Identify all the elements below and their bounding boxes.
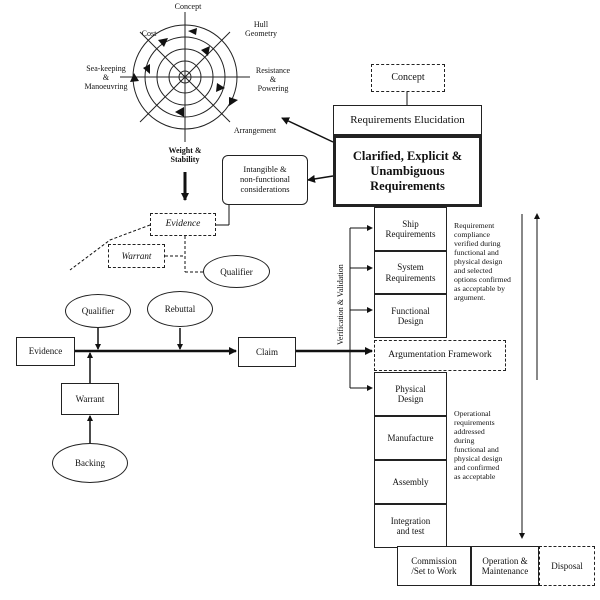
- spiral-label-arrangement: Arrangement: [233, 126, 277, 135]
- warrant-dashed-box: Warrant: [108, 244, 165, 268]
- disposal-box: Disposal: [539, 546, 595, 586]
- backing-oval: Backing: [52, 443, 128, 483]
- design-spiral: [120, 12, 250, 142]
- requirements-elucidation-box: Requirements Elucidation: [333, 105, 482, 135]
- system-requirements-box: System Requirements: [374, 251, 447, 294]
- vv-label: Verification & Validation: [336, 264, 345, 345]
- arrow-clarified-to-spiral: [281, 117, 334, 143]
- intangible-considerations-box: Intangible & non-functional consideratio…: [222, 155, 308, 205]
- qualifier-oval: Qualifier: [65, 294, 131, 328]
- warrant-box: Warrant: [61, 383, 119, 415]
- integration-test-box: Integration and test: [374, 504, 447, 548]
- commission-box: Commission /Set to Work: [397, 546, 471, 586]
- qualifier-dashed-oval: Qualifier: [203, 255, 270, 288]
- spiral-label-concept: Concept: [174, 2, 202, 11]
- spiral-arrowhead: [175, 107, 184, 117]
- vv-bracket: [349, 225, 373, 391]
- spiral-arrowheads: [130, 28, 238, 117]
- physical-design-box: Physical Design: [374, 372, 447, 416]
- spiral-label-resistance: Resistance & Powering: [255, 66, 291, 94]
- spiral-label-hull-geometry: Hull Geometry: [245, 20, 277, 39]
- manufacture-box: Manufacture: [374, 416, 447, 460]
- spiral-label-weight: Weight & Stability: [168, 146, 202, 165]
- arrow-clarified-to-intangible: [307, 174, 334, 183]
- concept-box: Concept: [371, 64, 445, 92]
- argumentation-framework-box: Argumentation Framework: [374, 340, 506, 371]
- claim-box: Claim: [238, 337, 296, 367]
- spiral-arrowhead: [130, 73, 139, 82]
- spiral-arrowhead: [188, 28, 197, 35]
- assembly-box: Assembly: [374, 460, 447, 504]
- functional-design-box: Functional Design: [374, 294, 447, 338]
- spiral-arrowhead: [201, 46, 210, 56]
- operational-requirements-note: Operational requirements addressed durin…: [454, 409, 503, 481]
- ship-requirements-box: Ship Requirements: [374, 207, 447, 251]
- clarified-requirements-box: Clarified, Explicit & Unambiguous Requir…: [333, 135, 482, 207]
- spiral-label-seakeeping: Sea-keeping & Manoeuvring: [84, 64, 128, 92]
- rebuttal-oval: Rebuttal: [147, 291, 213, 327]
- spiral-arrowhead: [216, 83, 225, 92]
- spiral-arrowhead: [143, 64, 150, 74]
- operation-maintenance-box: Operation & Maintenance: [471, 546, 539, 586]
- line-evidence-to-qualifier-main: [69, 224, 151, 271]
- requirement-compliance-note: Requirement compliance verified during f…: [454, 221, 511, 302]
- spiral-arrowhead: [158, 38, 168, 47]
- evidence-dashed-box: Evidence: [150, 213, 216, 236]
- spiral-arrowhead: [229, 97, 238, 106]
- spiral-axis-diag2: [139, 31, 231, 123]
- evidence-box: Evidence: [16, 337, 75, 366]
- spiral-label-cost: Cost: [141, 29, 157, 38]
